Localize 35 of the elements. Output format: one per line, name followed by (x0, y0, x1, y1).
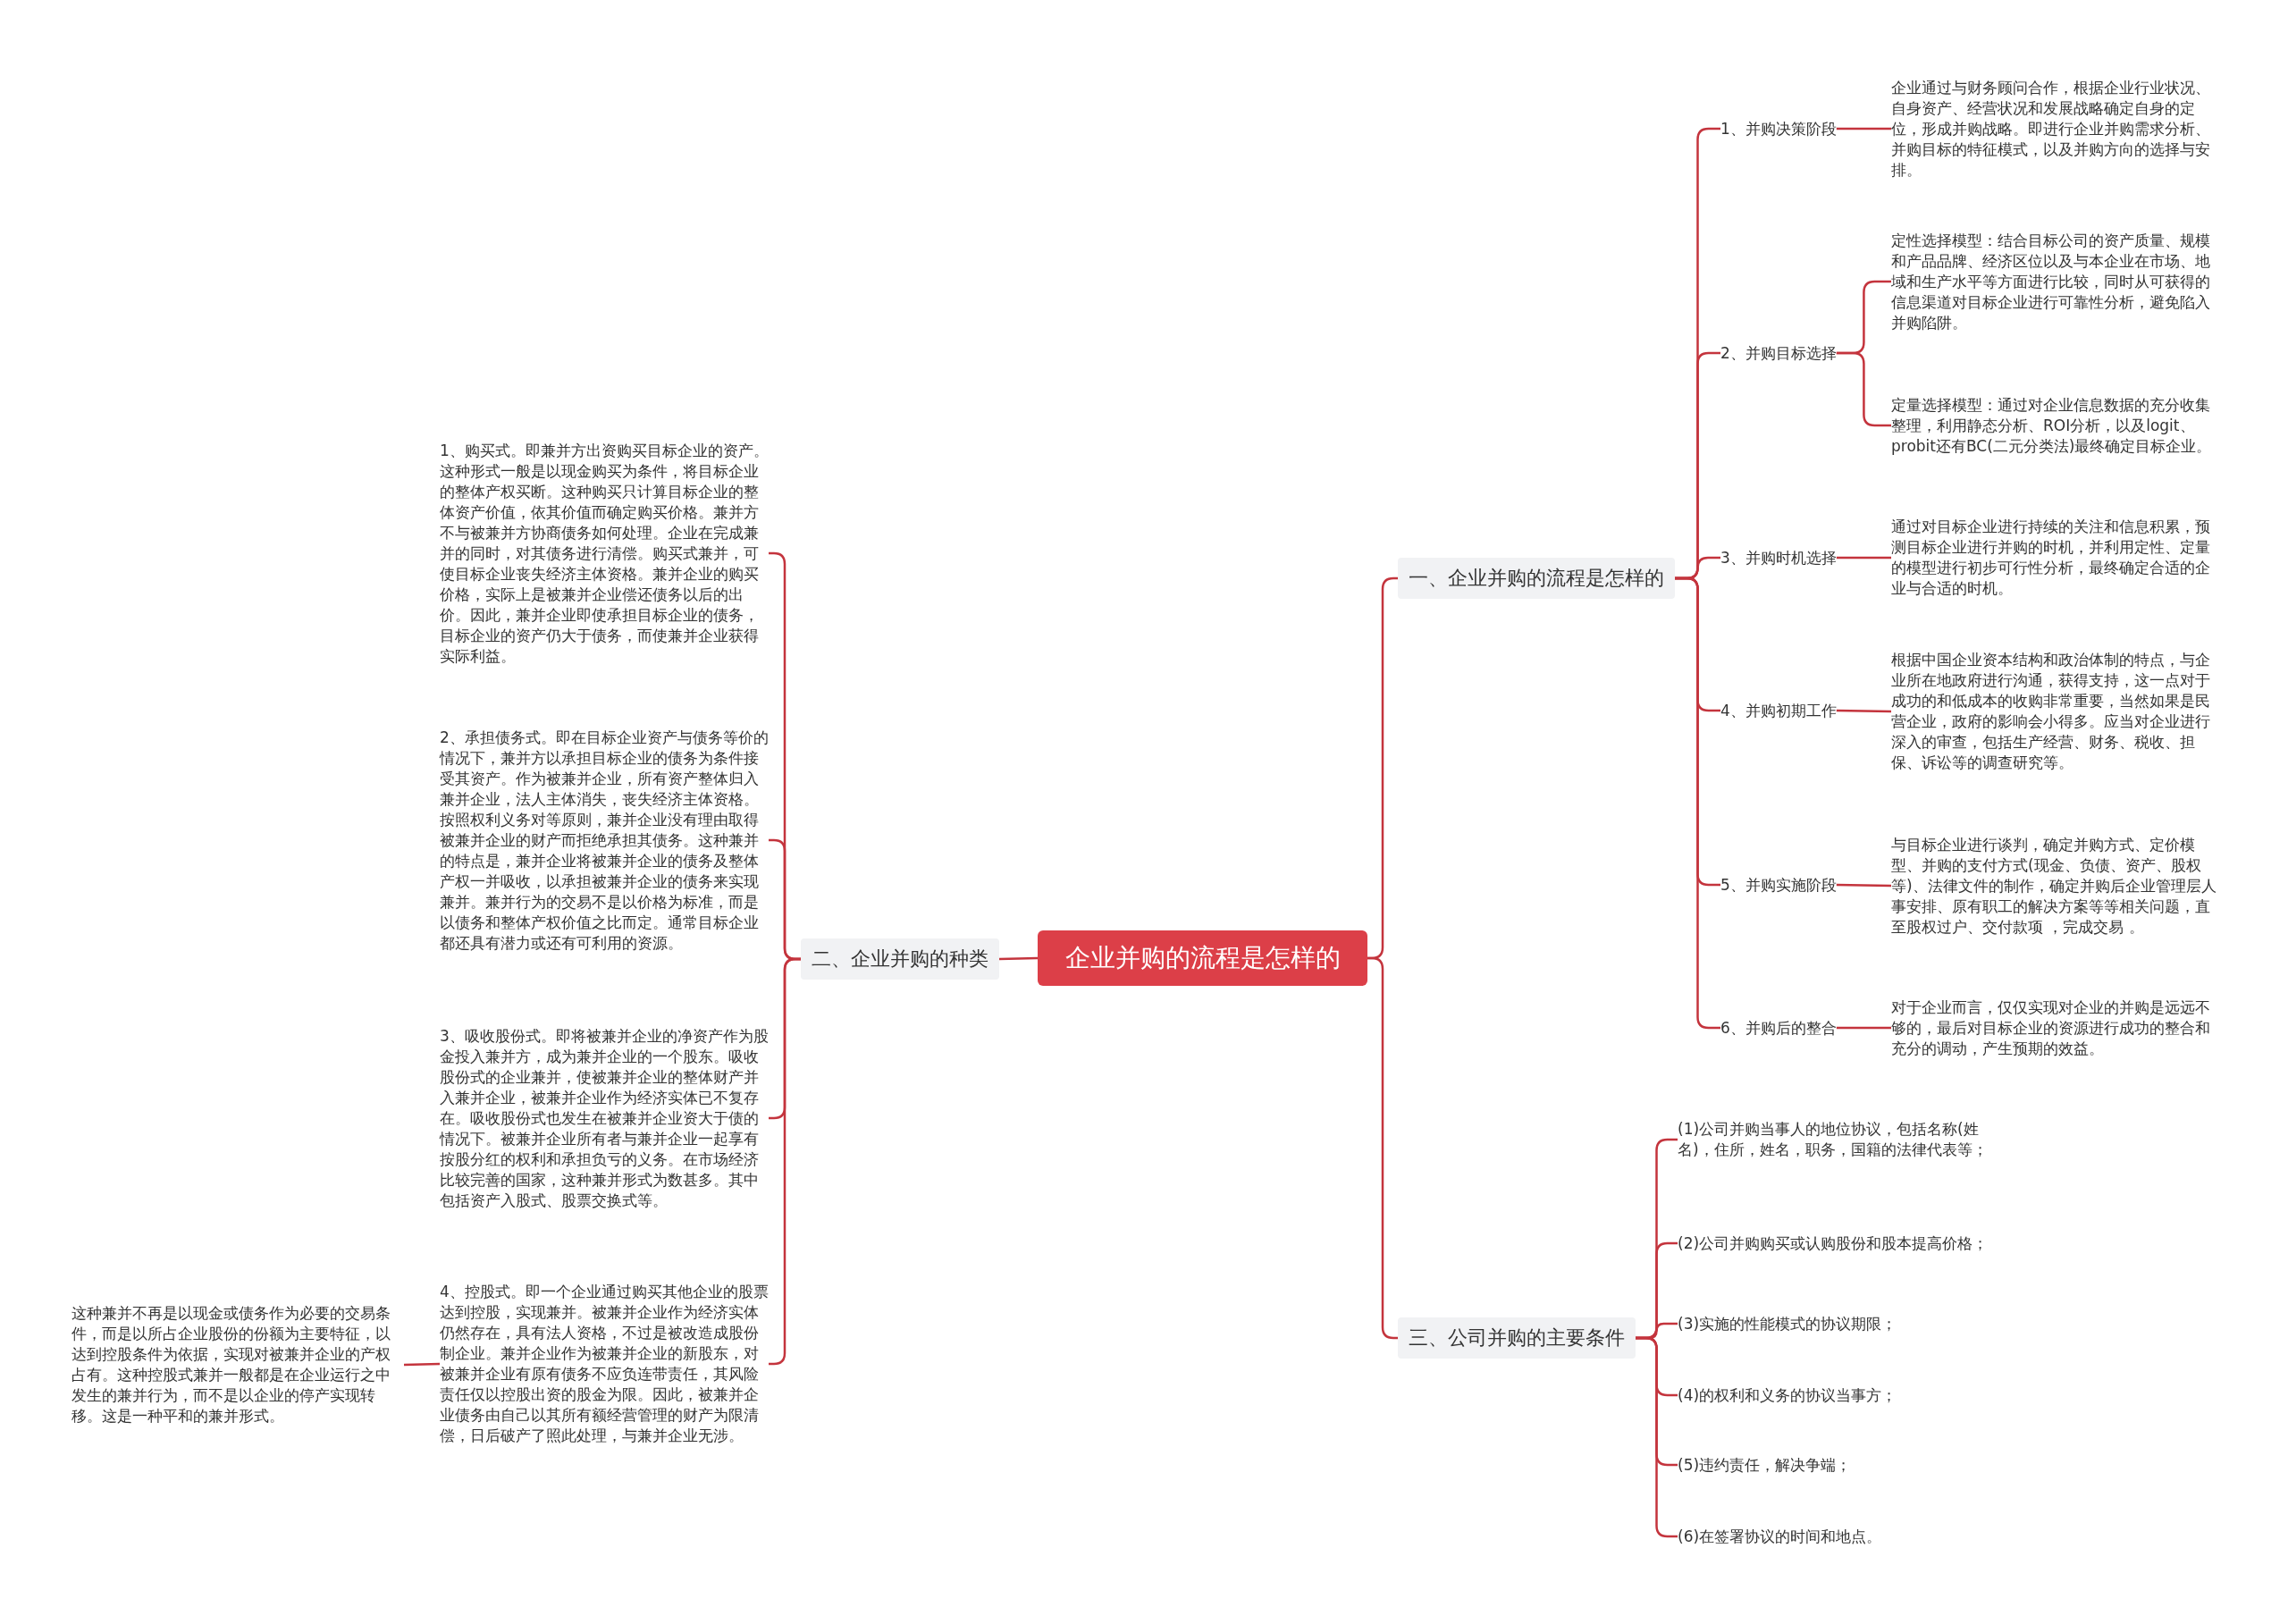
subtopic-label: 2、并购目标选择 (1720, 342, 1837, 364)
topic-text: 定性选择模型：结合目标公司的资产质量、规模和产品品牌、经济区位以及与本企业在市场、地域和生产水平等方面进行比较，同时从可获得的信息渠道对目标企业进行可靠性分析，避免陷入并购陷阱。 (1891, 230, 2224, 333)
subtopic-label: 4、并购初期工作 (1720, 700, 1837, 721)
topic-text: 1、购买式。即兼并方出资购买目标企业的资产。这种形式一般是以现金购买为条件，将目标企业的整体产权买断。这种购买只计算目标企业的整体资产价值，依其价值而确定购买价格。兼并方不与被兼并方协商债务如何处理。企业在完成兼并的同时，对其债务进行清偿。购买式兼并，可使目标企业丧失经济主体资格。兼并企业的购买价格，实际上是被兼并企业偿还债务以后的出价。因此，兼并企业即使承担目标企业的债务，目标企业的资产仍大于债务，而使兼并企业获得实际利益。 (440, 440, 769, 667)
topic-text: 2、承担债务式。即在目标企业资产与债务等价的情况下，兼并方以承担目标企业的债务为条件接受其资产。作为被兼并企业，所有资产整体归入兼并企业，法人主体消失，丧失经济主体资格。按照权利义务对等原则，兼并企业没有理由取得被兼并企业的财产而拒绝承担其债务。这种兼并的特点是，兼并企业将被兼并企业的债务及整体产权一并吸收，以承担被兼并企业的债务来实现兼并。兼并行为的交易不是以价格为标准，而是以债务和整体产权价值之比而定。通常目标企业都还具有潜力或还有可利用的资源。 (440, 727, 769, 954)
topic-text: 与目标企业进行谈判，确定并购方式、定价模型、并购的支付方式(现金、负债、资产、股权等)、法律文件的制作，确定并购后企业管理层人事安排、原有职工的解决方案等等相关问题，直至股权过户、交付款项 ，完成交易 。 (1891, 834, 2224, 938)
branch-topic: 一、企业并购的流程是怎样的 (1398, 558, 1675, 599)
connector-line (1836, 556, 1891, 560)
topic-text: 4、控股式。即一个企业通过购买其他企业的股票达到控股，实现兼并。被兼并企业作为经济实体仍然存在，具有法人资格，不过是被改造成股份制企业。兼并企业作为被兼并企业的新股东，对被兼并企业有原有债务不应负连带责任，其风险责任仅以控股出资的股金为限。因此，被兼并企业债务由自己以其所有额经营管理的财产为限清偿，日后破产了照此处理，与兼并企业无涉。 (440, 1282, 769, 1446)
connector-line (1836, 883, 1892, 888)
central-topic: 企业并购的流程是怎样的 (1038, 930, 1367, 986)
subtopic-label: 3、并购时机选择 (1720, 547, 1837, 568)
topic-text: (5)违约责任，解决争端； (1678, 1454, 2010, 1476)
branch-topic: 二、企业并购的种类 (801, 938, 999, 980)
connector-line (1836, 1026, 1891, 1030)
topic-text: (2)公司并购购买或认购股份和股本提高价格； (1678, 1233, 2010, 1254)
connector-line (1836, 127, 1891, 130)
topic-text: 3、吸收股份式。即将被兼并企业的净资产作为股金投入兼并方，成为兼并企业的一个股东。吸收股份式的企业兼并，使被兼并企业的整体财产并入兼并企业，被兼并企业作为经济实体已不复存在。吸收股份式也发生在被兼并企业资大于债的情况下。被兼并企业所有者与兼并企业一起享有按股分红的权利和承担负亏的义务。在市场经济比较完善的国家，这种兼并形式为数甚多。其中包括资产入股式、股票交换式等。 (440, 1025, 769, 1211)
connector-line (998, 956, 1039, 961)
branch-topic: 三、公司并购的主要条件 (1398, 1317, 1636, 1359)
topic-text: 对于企业而言，仅仅实现对企业的并购是远远不够的，最后对目标企业的资源进行成功的整合和充分的调动，产生预期的效益。 (1891, 997, 2224, 1059)
topic-text: 这种兼并不再是以现金或债务作为必要的交易条件，而是以所占企业股份的份额为主要特征，以达到控股条件为依据，实现对被兼并企业的产权占有。这种控股式兼并一般都是在企业运行之中发生的兼并行为，而不是以企业的停产实现转移。这是一种平和的兼并形式。 (72, 1303, 404, 1426)
topic-text: (1)公司并购当事人的地位协议，包括名称(姓名)，住所，姓名，职务，国籍的法律代表等； (1678, 1119, 2010, 1160)
connector-line (1836, 709, 1892, 713)
subtopic-label: 6、并购后的整合 (1720, 1017, 1837, 1039)
topic-text: (6)在签署协议的时间和地点。 (1678, 1526, 2010, 1547)
topic-text: 定量选择模型：通过对企业信息数据的充分收集整理，利用静态分析、ROI分析，以及logit、probit还有BC(二元分类法)最终确定目标企业。 (1891, 394, 2224, 457)
topic-text: 企业通过与财务顾问合作，根据企业行业状况、自身资产、经营状况和发展战略确定自身的定位，形成并购战略。即进行企业并购需求分析、并购目标的特征模式，以及并购方向的选择与安排。 (1891, 77, 2224, 181)
topic-text: 通过对目标企业进行持续的关注和信息积累，预测目标企业进行并购的时机，并利用定性、定量的模型进行初步可行性分析，最终确定合适的企业与合适的时机。 (1891, 517, 2224, 599)
topic-text: (4)的权利和义务的协议当事方； (1678, 1384, 2010, 1406)
topic-text: 根据中国企业资本结构和政治体制的特点，与企业所在地政府进行沟通，获得支持，这一点对于成功的和低成本的收购非常重要，当然如果是民营企业，政府的影响会小得多。应当对企业进行深入的审查，包括生产经营、财务、税收、担保、诉讼等的调查研究等。 (1891, 650, 2224, 773)
subtopic-label: 5、并购实施阶段 (1720, 874, 1837, 896)
connector-line (403, 1362, 441, 1367)
subtopic-label: 1、并购决策阶段 (1720, 118, 1837, 139)
topic-text: (3)实施的性能模式的协议期限； (1678, 1313, 2010, 1334)
